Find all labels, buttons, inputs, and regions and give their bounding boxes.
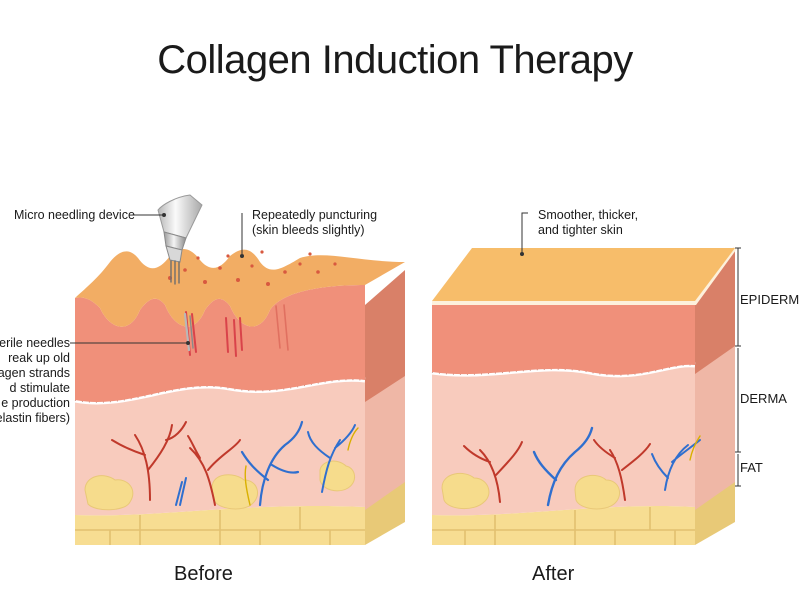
before-blood-vessels xyxy=(111,420,359,507)
caption-before: Before xyxy=(174,563,233,585)
after-fat-cells xyxy=(432,507,695,545)
after-derma-front xyxy=(432,364,695,516)
before-epidermis-front xyxy=(75,285,365,402)
page-title: Collagen Induction Therapy xyxy=(157,38,633,82)
label-line: reak up old xyxy=(8,351,70,365)
before-side-derma xyxy=(365,374,405,510)
label-line: d stimulate xyxy=(9,381,70,395)
label-line: llagen strands xyxy=(0,366,70,380)
after-fat-front xyxy=(432,506,695,545)
label-repeatedly-puncturing: Repeatedly puncturing (skin bleeds sligh… xyxy=(252,208,377,238)
after-skin-block xyxy=(431,246,737,545)
label-line: and tighter skin xyxy=(538,223,623,237)
after-fat-globules xyxy=(441,472,621,510)
before-derma-front xyxy=(75,379,365,516)
label-line: elastin fibers) xyxy=(0,411,70,425)
device-needles xyxy=(170,260,180,285)
layer-label-derma: DERMA xyxy=(740,391,787,406)
before-side-fat xyxy=(365,478,405,545)
after-epidermis-top xyxy=(432,248,735,301)
caption-after: After xyxy=(532,563,575,585)
device-body xyxy=(157,194,203,239)
before-side-epidermis xyxy=(365,270,405,402)
leader-smoother xyxy=(521,212,528,252)
label-smoother-skin: Smoother, thicker, and tighter skin xyxy=(538,208,638,238)
device-tip xyxy=(165,245,183,263)
label-line: Smoother, thicker, xyxy=(538,208,639,222)
after-surface-line xyxy=(432,246,737,305)
before-puncture-dots xyxy=(168,250,337,286)
leader-lines xyxy=(70,212,741,487)
label-line: (skin bleeds slightly) xyxy=(252,223,365,237)
label-sterile-needles: terile needles reak up old llagen strand… xyxy=(0,336,70,426)
after-blood-vessels xyxy=(463,426,701,507)
label-line: terile needles xyxy=(0,336,70,350)
before-fat-cells xyxy=(75,507,365,545)
micro-needling-device xyxy=(157,194,203,285)
label-line: e production xyxy=(1,396,70,410)
after-side-fat xyxy=(695,478,735,545)
before-epidermis-top xyxy=(75,249,405,327)
layer-label-epidermis: EPIDERM xyxy=(740,292,800,307)
after-side-epidermis xyxy=(695,248,735,374)
after-side-derma xyxy=(695,344,735,510)
label-line: Repeatedly puncturing xyxy=(252,208,378,222)
before-skin-block xyxy=(74,249,405,545)
label-micro-needling-device: Micro needling device xyxy=(14,208,135,222)
layer-label-fat: FAT xyxy=(740,460,763,475)
after-epidermis-front xyxy=(432,305,695,375)
